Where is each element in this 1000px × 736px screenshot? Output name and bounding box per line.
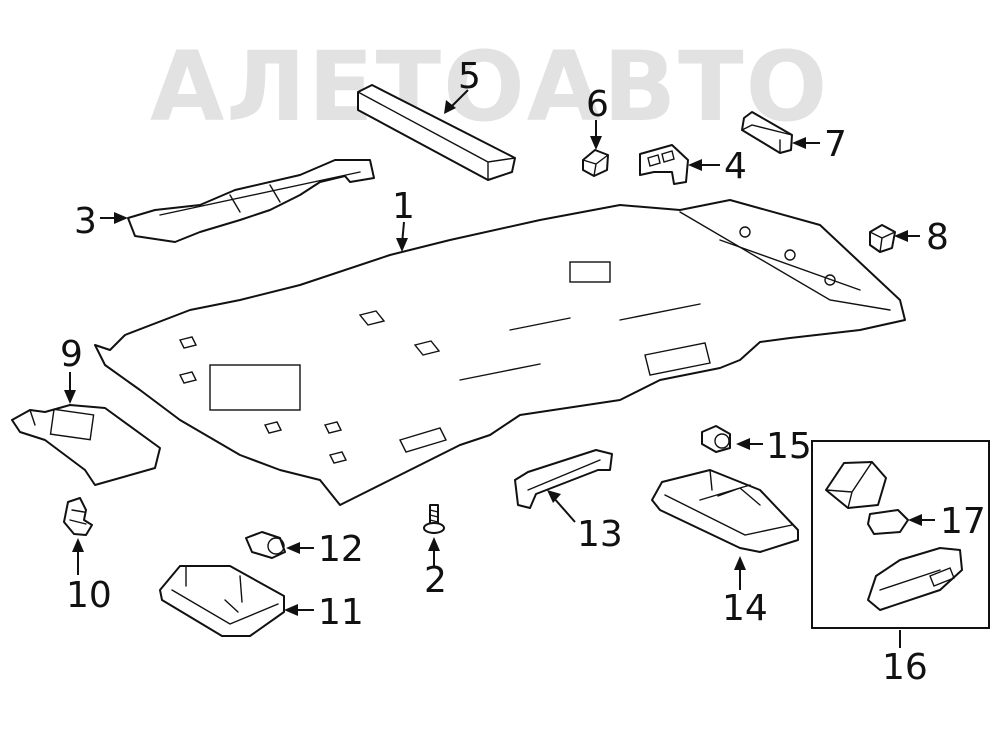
callout-10: 10: [66, 575, 112, 616]
part-14-lamp: [651, 469, 799, 553]
part-4-holder: [639, 144, 689, 185]
callout-5: 5: [458, 56, 481, 97]
callout-8: 8: [926, 217, 949, 258]
part-15-bulb: [701, 425, 731, 453]
callout-4: 4: [724, 146, 747, 187]
part-17-bulb: [867, 509, 909, 535]
callout-9: 9: [60, 334, 83, 375]
part-13-handle: [514, 449, 613, 509]
kit-16-box: [811, 440, 990, 629]
part-10-holder: [63, 497, 93, 536]
callout-6: 6: [586, 84, 609, 125]
callout-7: 7: [824, 124, 847, 165]
part-3-bracket: [127, 159, 375, 243]
part-11-lamp: [159, 565, 285, 637]
callout-12: 12: [318, 529, 364, 570]
callout-2: 2: [424, 560, 447, 601]
callout-16: 16: [882, 647, 928, 688]
callout-3: 3: [74, 201, 97, 242]
part-8-clip: [869, 224, 896, 253]
part-9-sun-visor: [11, 404, 161, 486]
callout-15: 15: [766, 426, 812, 467]
callout-11: 11: [318, 592, 364, 633]
watermark-logo: АЛЕТОАВТО: [150, 31, 829, 143]
part-16-lens: [825, 461, 887, 509]
part-5-pad: [357, 84, 516, 181]
callout-14: 14: [722, 588, 768, 629]
callout-1: 1: [392, 186, 415, 227]
arrowheads: [64, 100, 922, 616]
part-1-headliner: [94, 199, 906, 506]
callout-13: 13: [577, 514, 623, 555]
part-16-housing: [867, 547, 963, 611]
part-12-bulb: [245, 531, 286, 559]
part-6-clip: [582, 149, 609, 177]
part-7-block: [741, 111, 793, 154]
callout-17: 17: [940, 501, 986, 542]
callout-labels: 1 2 3 4 5 6 7 8 9 10 11 12 13 14 15 16 1…: [60, 56, 986, 688]
part-2-screw: [423, 504, 445, 534]
